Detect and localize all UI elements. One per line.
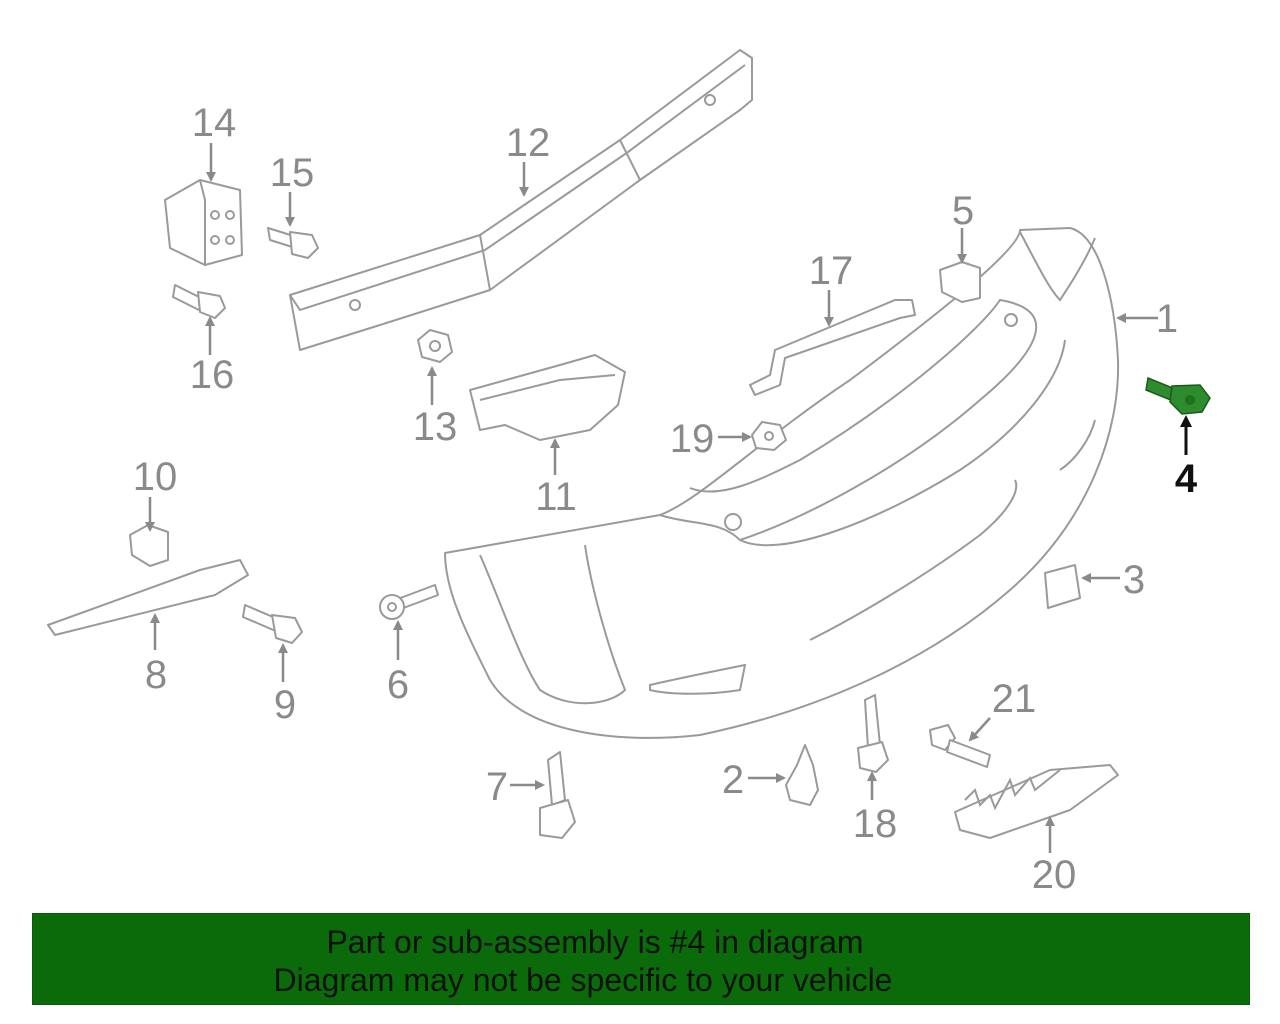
callout-6: 6 <box>387 663 409 707</box>
nut-part-13[interactable] <box>417 329 453 363</box>
bolt-part-21[interactable] <box>929 724 991 768</box>
bolt-part-9[interactable] <box>242 604 303 644</box>
bumper-cover-part[interactable] <box>444 227 1120 739</box>
callout-11: 11 <box>535 475 577 519</box>
callout-7: 7 <box>486 765 508 809</box>
bolt-part-15[interactable] <box>267 227 319 259</box>
banner-disclaimer-text: Diagram may not be specific to your vehi… <box>273 962 893 998</box>
callout-2: 2 <box>722 758 744 802</box>
clip-part-3[interactable] <box>1044 564 1081 609</box>
bracket-rod-part-17[interactable] <box>749 299 916 396</box>
bolt-part-16[interactable] <box>172 284 226 319</box>
callout-12: 12 <box>506 121 551 165</box>
bumper-parts-diagram: 14 15 16 12 5 17 1 13 11 19 4 10 3 8 9 6… <box>47 49 1211 897</box>
bracket-part-11[interactable] <box>469 354 626 441</box>
callout-16: 16 <box>190 353 235 397</box>
banner-part-number-text: Part or sub-assembly is #4 in diagram <box>326 924 864 960</box>
callout-9: 9 <box>274 683 296 727</box>
callout-4-highlighted: 4 <box>1175 457 1198 501</box>
callout-3: 3 <box>1123 558 1145 602</box>
bolt-part-18[interactable] <box>857 694 889 773</box>
clip-part-10[interactable] <box>129 524 169 567</box>
reinforcement-beam-part[interactable] <box>289 49 753 351</box>
callout-5: 5 <box>952 189 974 233</box>
bolt-part-4-highlighted[interactable] <box>1145 376 1211 415</box>
push-clip-part-2[interactable] <box>785 744 819 806</box>
nut-part-19[interactable] <box>751 421 787 451</box>
callout-8: 8 <box>145 653 167 697</box>
clip-part-5[interactable] <box>939 261 981 303</box>
callout-20: 20 <box>1032 853 1077 897</box>
info-banner: Part or sub-assembly is #4 in diagram Di… <box>32 913 1250 1005</box>
callout-19: 19 <box>670 417 715 461</box>
callout-15: 15 <box>270 151 315 195</box>
leader-arrow-21 <box>968 717 991 742</box>
screw-part-6[interactable] <box>379 584 439 620</box>
reflector-part-20[interactable] <box>954 764 1119 839</box>
callout-18: 18 <box>853 802 898 846</box>
bracket-part-14[interactable] <box>164 179 243 266</box>
callout-17: 17 <box>809 249 854 293</box>
callout-10: 10 <box>133 455 178 499</box>
callout-13: 13 <box>413 405 458 449</box>
callout-1: 1 <box>1156 297 1178 341</box>
bolt-part-7[interactable] <box>539 751 576 839</box>
lower-strip-part-8[interactable] <box>47 559 249 636</box>
callout-14: 14 <box>192 101 237 145</box>
callout-21: 21 <box>992 677 1037 721</box>
